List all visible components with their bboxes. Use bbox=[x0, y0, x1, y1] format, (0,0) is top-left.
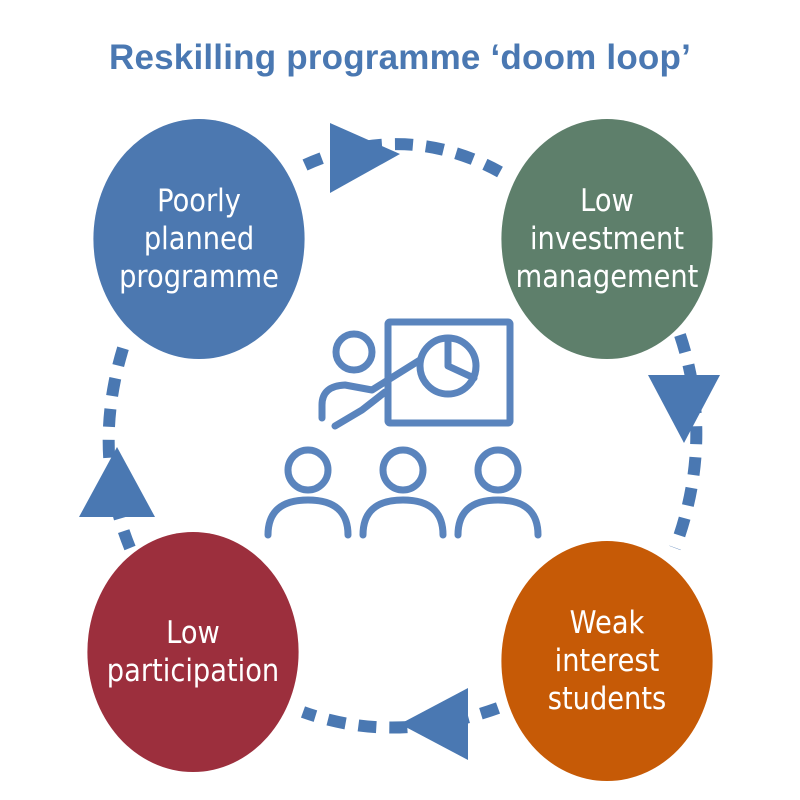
arrow-top-icon bbox=[330, 123, 400, 193]
stage-label-line: interest bbox=[554, 643, 660, 679]
stage-label-line: investment bbox=[529, 221, 685, 257]
connector-bottom bbox=[300, 702, 501, 734]
stage-label-line: participation bbox=[106, 653, 280, 689]
arrow-right-icon bbox=[648, 375, 720, 443]
stage-label-line: students bbox=[547, 681, 667, 717]
stage-low-participation: Low participation bbox=[87, 532, 299, 772]
stage-label-line: Poorly bbox=[157, 183, 241, 219]
connector-left bbox=[102, 340, 136, 551]
stage-label-line: Low bbox=[166, 615, 220, 651]
connector-top bbox=[302, 138, 503, 178]
diagram-title: Reskilling programme ‘doom loop’ bbox=[108, 38, 692, 77]
stage-label-line: Weak bbox=[569, 605, 645, 641]
stage-label-line: planned bbox=[143, 221, 255, 257]
arrow-left-icon bbox=[79, 447, 155, 517]
stage-poorly-planned-programme: Poorly planned programme bbox=[93, 119, 305, 359]
stage-label-line: programme bbox=[119, 259, 279, 295]
stage-label-line: management bbox=[515, 259, 699, 295]
connector-right bbox=[669, 333, 703, 551]
arrow-bottom-icon bbox=[400, 688, 468, 760]
stage-weak-interest-students: Weak interest students bbox=[501, 541, 713, 781]
stage-low-investment-management: Low investment management bbox=[501, 119, 713, 359]
presentation-audience-icon bbox=[264, 318, 542, 539]
stage-label-line: Low bbox=[580, 183, 634, 219]
